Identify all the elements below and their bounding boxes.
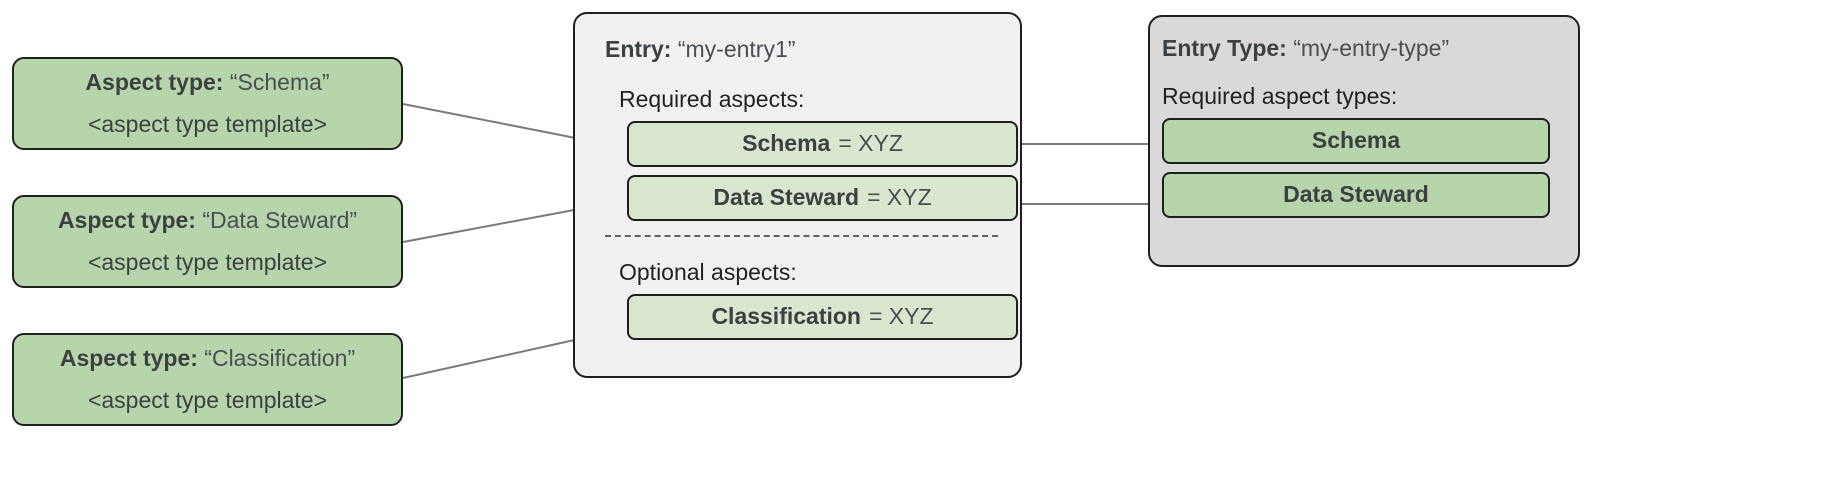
- aspect-type-name: “Data Steward”: [202, 207, 358, 234]
- aspect-type-card-title: Aspect type: “Schema”: [85, 70, 329, 95]
- entry-aspect-value: = XYZ: [868, 303, 934, 330]
- connector-classification-aspecttype-to-entry: [402, 332, 607, 379]
- required-aspects-label: Required aspects:: [619, 85, 805, 112]
- aspect-type-name: “Classification”: [204, 345, 356, 372]
- aspect-type-card-title: Aspect type: “Classification”: [60, 346, 355, 371]
- aspect-type-card-classification[interactable]: Aspect type: “Classification” <aspect ty…: [12, 333, 403, 426]
- aspect-type-template: <aspect type template>: [87, 386, 328, 413]
- entry-aspect-name: Classification: [711, 303, 861, 330]
- entry-type-panel[interactable]: Entry Type: “my-entry-type” Required asp…: [1148, 15, 1580, 267]
- entry-aspect-classification[interactable]: Classification = XYZ: [627, 293, 1018, 340]
- connector-schema-aspecttype-to-entry: [402, 103, 607, 145]
- entry-type-title: Entry Type: “my-entry-type”: [1162, 35, 1558, 63]
- entry-aspect-name: Data Steward: [713, 184, 860, 211]
- connector-datasteward-aspecttype-to-entry: [402, 203, 607, 243]
- entry-aspect-value: = XYZ: [838, 130, 903, 157]
- aspect-type-name: “Schema”: [229, 69, 330, 96]
- aspect-type-card-data-steward[interactable]: Aspect type: “Data Steward” <aspect type…: [12, 195, 403, 288]
- optional-aspects-label: Optional aspects:: [619, 258, 797, 285]
- aspect-type-template: <aspect type template>: [87, 110, 328, 137]
- entry-aspect-name: Schema: [742, 130, 831, 157]
- entry-type-label: Entry Type:: [1162, 35, 1287, 61]
- required-aspect-types-label: Required aspect types:: [1162, 82, 1398, 109]
- aspect-type-template: <aspect type template>: [87, 248, 328, 275]
- entry-aspect-schema[interactable]: Schema = XYZ: [627, 120, 1018, 167]
- required-optional-divider: [605, 234, 998, 237]
- entry-type-aspect-schema[interactable]: Schema: [1162, 117, 1550, 164]
- entry-aspect-data-steward[interactable]: Data Steward = XYZ: [627, 174, 1018, 221]
- entry-aspect-value: = XYZ: [867, 184, 932, 211]
- entry-name: “my-entry1”: [677, 36, 796, 62]
- aspect-type-label: Aspect type:: [85, 69, 224, 96]
- aspect-type-label: Aspect type:: [59, 345, 198, 372]
- entry-type-name: “my-entry-type”: [1293, 35, 1450, 61]
- entry-title: Entry: “my-entry1”: [605, 36, 998, 64]
- aspect-type-card-schema[interactable]: Aspect type: “Schema” <aspect type templ…: [12, 57, 403, 150]
- entry-type-aspect-data-steward[interactable]: Data Steward: [1162, 171, 1550, 218]
- entry-label: Entry:: [605, 36, 672, 62]
- aspect-type-label: Aspect type:: [57, 207, 196, 234]
- aspect-type-card-title: Aspect type: “Data Steward”: [58, 208, 357, 233]
- entry-panel[interactable]: Entry: “my-entry1” Required aspects: Sch…: [573, 12, 1022, 378]
